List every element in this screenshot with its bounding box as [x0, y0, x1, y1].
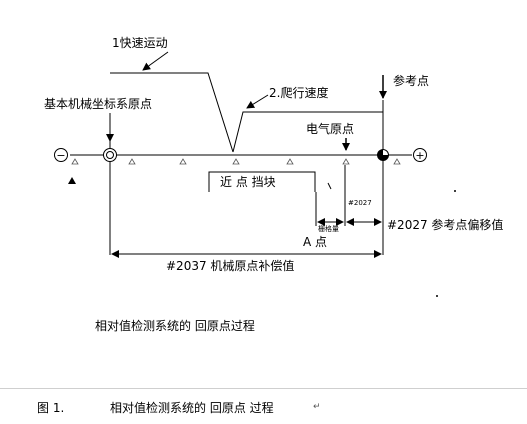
tick-mark: [286, 158, 294, 165]
near-point-dog-bracket: [208, 171, 316, 192]
machine-comp-label: #2037 机械原点补偿值: [166, 258, 294, 273]
reference-point-label: 参考点: [393, 73, 429, 88]
grid-amount-label: 栅格量: [318, 224, 339, 233]
fast-move-pointer: [142, 51, 169, 71]
decoration-dot: [454, 190, 456, 192]
diagram-title: 相对值检测系统的 回原点过程: [95, 318, 255, 333]
param-2027-small-label: #2027: [348, 199, 372, 207]
ref-offset-label: #2027 参考点偏移值: [387, 217, 503, 232]
tick-mark: [71, 158, 79, 165]
axis-ticks: [71, 158, 401, 165]
dash-mark: [327, 182, 332, 190]
fast-move-line: [110, 72, 234, 153]
speed-profile: [110, 72, 383, 153]
tick-mark: [128, 158, 136, 165]
machine-origin-label: 基本机械坐标系原点: [44, 96, 152, 111]
electrical-origin-label: 电气原点: [306, 121, 354, 136]
figure-caption: 图 1. 相对值检测系统的 回原点 过程 ↵: [0, 388, 527, 424]
tick-mark: [393, 158, 401, 165]
decoration-dot: [436, 295, 438, 297]
figure-number: 图 1.: [37, 401, 65, 415]
start-marker: [68, 177, 76, 184]
minus-label: −: [56, 149, 65, 162]
crawl-speed-line: [232, 111, 383, 153]
near-point-dog-label: 近 点 挡块: [220, 175, 276, 189]
machine-origin-icon: [103, 148, 117, 162]
plus-direction-icon: +: [413, 148, 427, 162]
fast-move-label: 1快速运动: [112, 36, 168, 50]
home-return-diagram: − + 1快速运动 2.爬行速度 参考点 基本机械坐标系原点 电气原点 近 点 …: [44, 36, 503, 333]
minus-direction-icon: −: [54, 148, 68, 162]
caption-return-mark: ↵: [313, 402, 321, 412]
crawl-speed-pointer: [246, 94, 269, 109]
a-point-label: A 点: [303, 235, 327, 249]
reference-point-icon: [377, 149, 389, 161]
tick-mark: [232, 158, 240, 165]
plus-label: +: [415, 149, 424, 162]
tick-mark: [179, 158, 187, 165]
crawl-speed-label: 2.爬行速度: [269, 85, 328, 100]
tick-mark: [342, 158, 350, 165]
figure-caption-text: 相对值检测系统的 回原点 过程: [110, 401, 274, 415]
